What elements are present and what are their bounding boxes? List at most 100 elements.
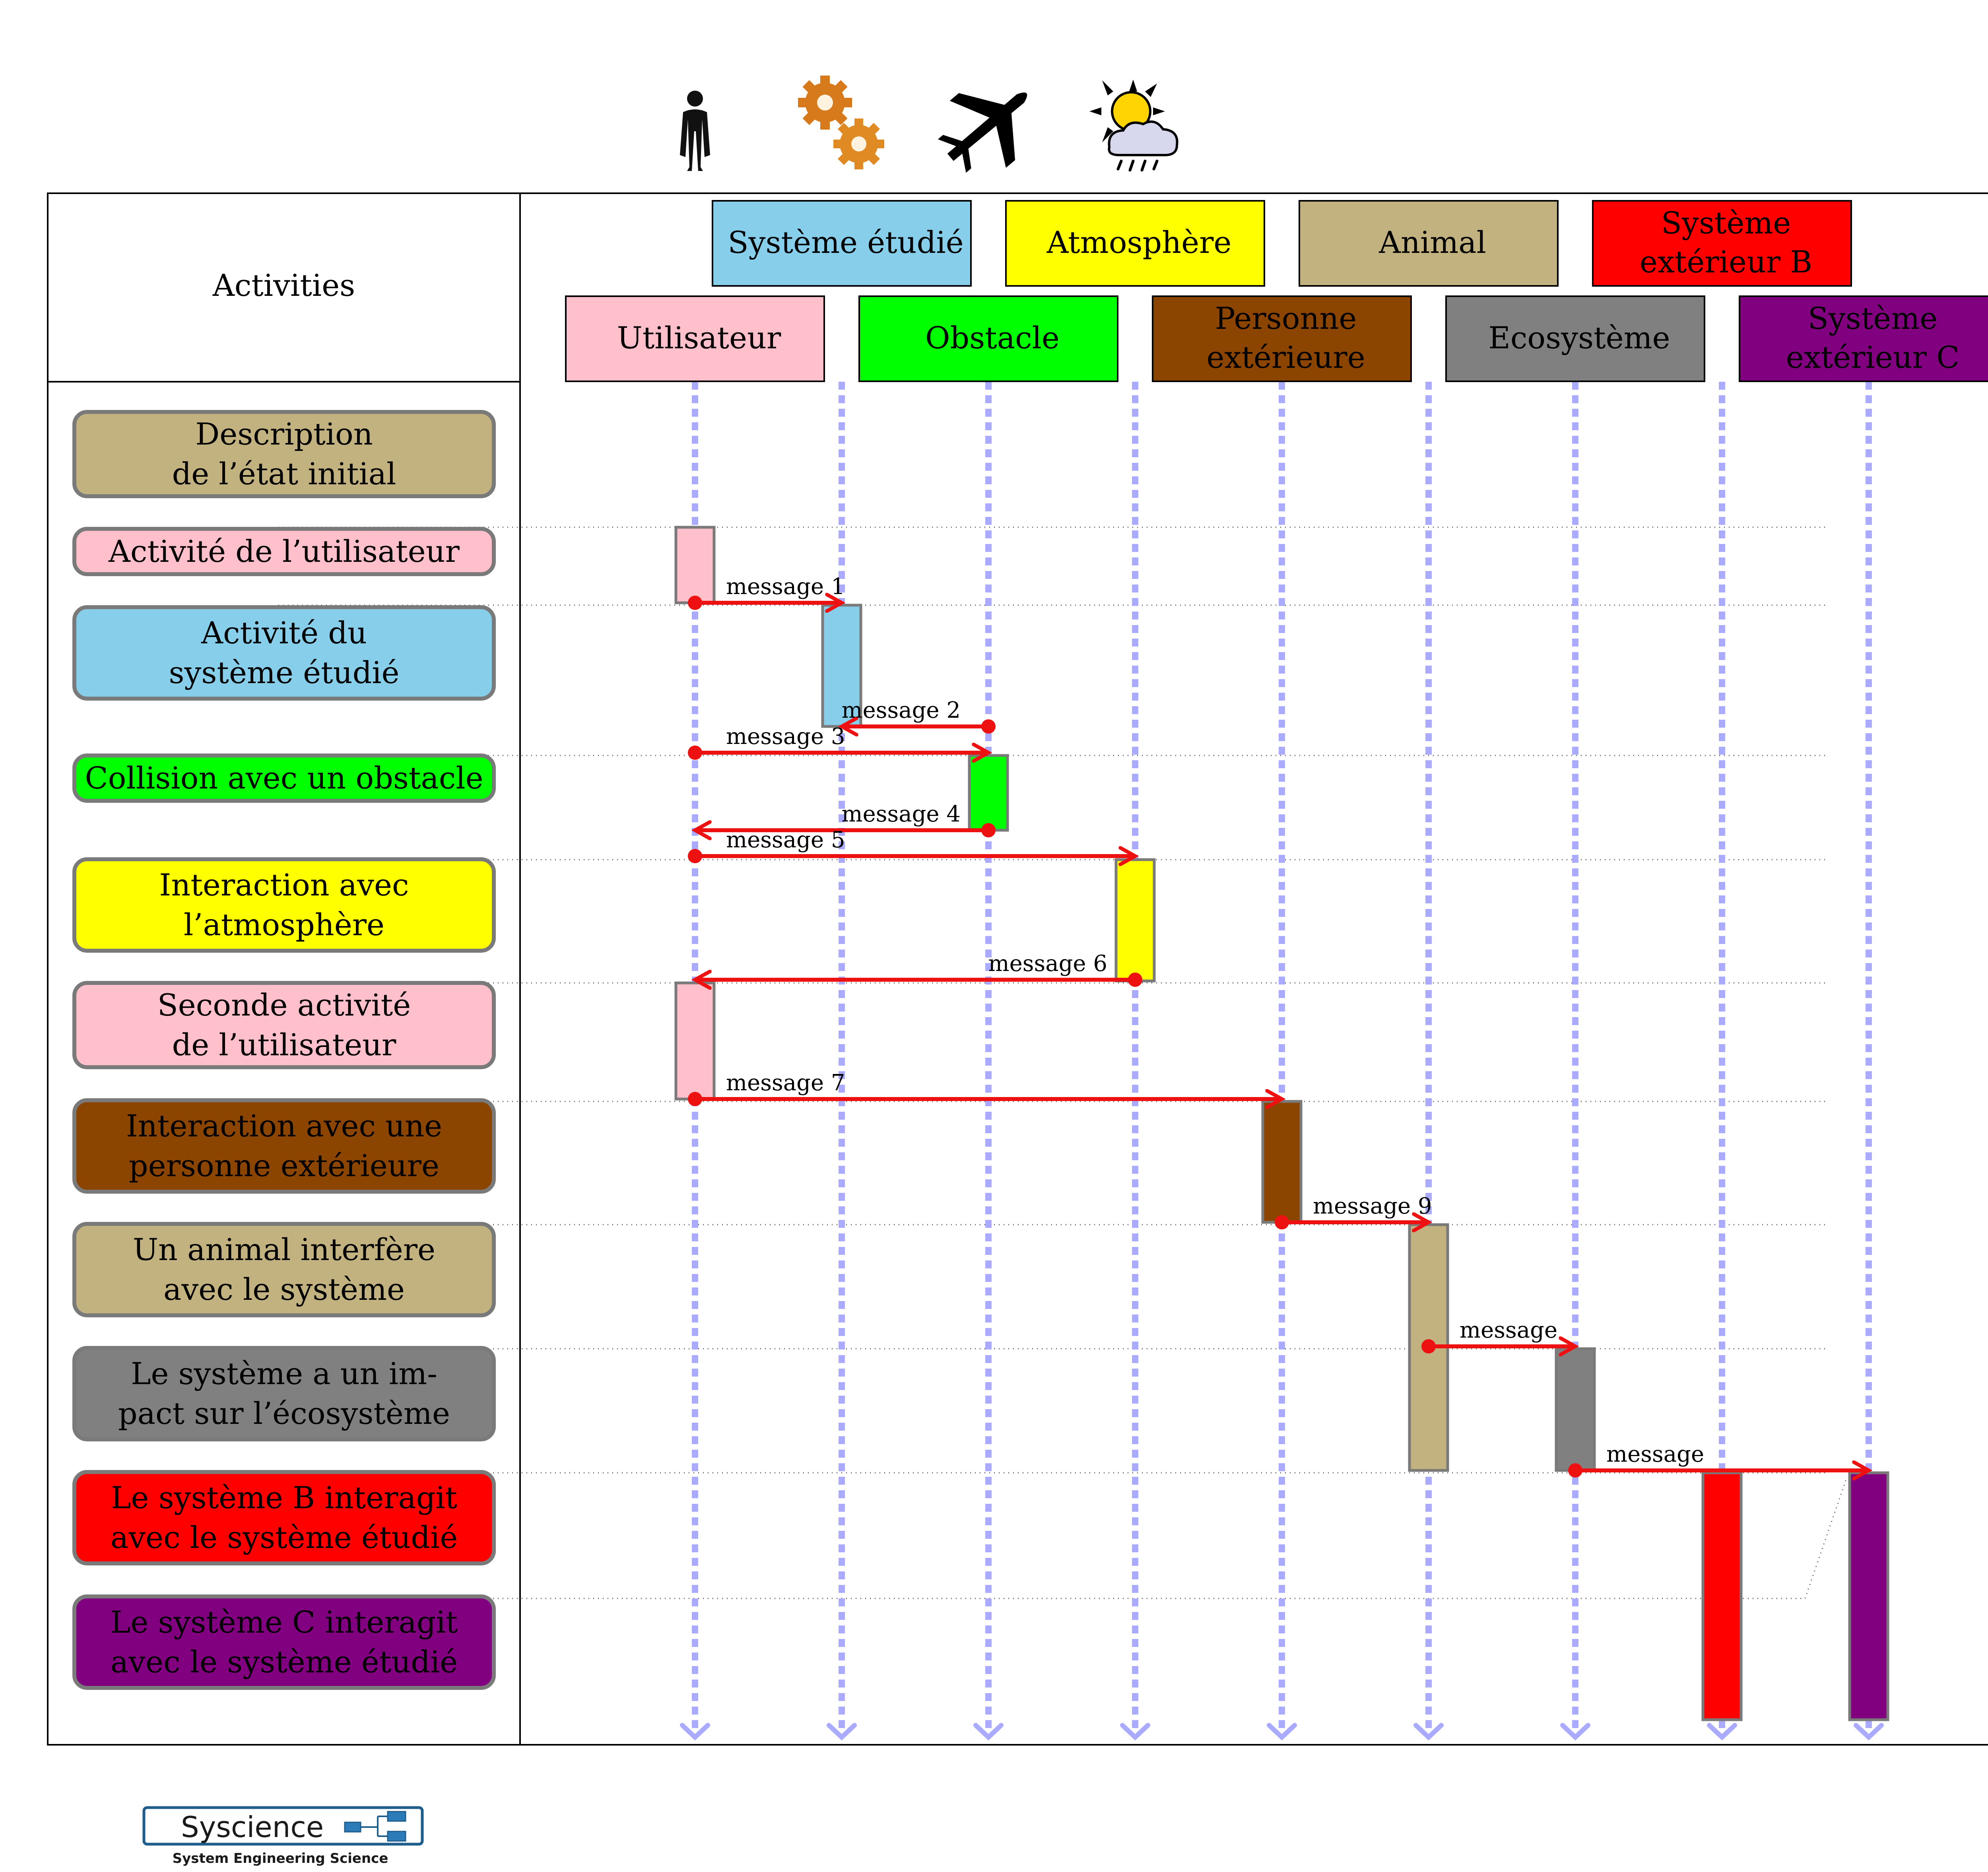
activity-box xyxy=(72,410,496,498)
actor-box xyxy=(1445,295,1705,382)
activity-label: Le système B interagit xyxy=(111,1480,457,1515)
activity-label: Collision avec un obstacle xyxy=(85,760,483,796)
actor-label: extérieur B xyxy=(1640,244,1812,280)
actor-label: Personne xyxy=(1215,301,1357,336)
message-label: message 7 xyxy=(726,1070,845,1096)
activity-label: de l’état initial xyxy=(172,456,396,491)
actor-label: Animal xyxy=(1378,225,1486,260)
message-label: message 5 xyxy=(726,827,845,853)
diagram-frame: Activities xyxy=(47,192,1988,1746)
message-origin-dot xyxy=(981,823,996,837)
activity-label: Le système C interagit xyxy=(111,1604,458,1640)
actor-label: Obstacle xyxy=(925,320,1060,355)
message-label: message 9 xyxy=(1313,1193,1432,1219)
actor-box xyxy=(1152,295,1412,382)
activity-box xyxy=(72,981,496,1069)
actor-label: Système étudié xyxy=(728,225,963,260)
activation-bar xyxy=(674,981,716,1101)
logo-name: Syscience xyxy=(181,1810,324,1844)
message-origin-dot xyxy=(1275,1215,1289,1229)
actor-label: Ecosystème xyxy=(1488,320,1670,355)
activity-box xyxy=(72,527,496,576)
actor-box xyxy=(858,295,1118,382)
message-label: message 2 xyxy=(841,697,961,723)
activation-bar xyxy=(1555,1347,1596,1472)
actor-label: extérieure xyxy=(1206,340,1365,375)
activity-box xyxy=(72,1470,496,1565)
message-origin-dot xyxy=(688,849,702,863)
message-origin-dot xyxy=(1128,973,1142,987)
activity-guides xyxy=(278,526,1848,1599)
lifeline-end-arrow xyxy=(1267,1723,1297,1741)
activation-bar xyxy=(674,526,716,604)
activity-box xyxy=(72,857,496,953)
message-arrow: message 9 xyxy=(1275,1193,1432,1229)
message-arrow: message 7 xyxy=(688,1070,1282,1106)
logo-tagline: System Engineering Science xyxy=(173,1851,388,1866)
actor-label: Système xyxy=(1661,205,1791,241)
activity-label: avec le système étudié xyxy=(111,1520,458,1555)
actor-box xyxy=(712,200,972,287)
actor-header-obstacle: Obstacle xyxy=(858,295,1118,382)
activity-label: l’atmosphère xyxy=(184,907,384,942)
lifeline-end-arrow xyxy=(973,1723,1004,1741)
message-label: message 4 xyxy=(841,801,961,827)
actor-header-systeme-exterieur-c: Système extérieur C xyxy=(1739,295,1988,382)
human-figure-icon xyxy=(680,91,710,171)
activity-box xyxy=(72,1222,496,1317)
actor-box xyxy=(565,295,825,382)
lifeline-end-arrow xyxy=(1120,1723,1150,1741)
actor-label: Atmosphère xyxy=(1046,225,1232,260)
activity-item: Description de l’état initial xyxy=(72,410,496,498)
activity-label: Description xyxy=(195,416,373,452)
actor-label: extérieur C xyxy=(1786,340,1960,375)
message-origin-dot xyxy=(1568,1463,1582,1478)
activity-item: Le système B interagit avec le système ét… xyxy=(72,1470,496,1565)
activity-label: de l’utilisateur xyxy=(172,1027,396,1062)
activation-bar xyxy=(1701,1471,1743,1721)
activation-bar xyxy=(1261,1100,1303,1224)
actor-label: Utilisateur xyxy=(617,320,781,355)
message-arrow: message xyxy=(1421,1317,1575,1354)
activity-box xyxy=(72,1098,496,1194)
message-label: message 1 xyxy=(726,574,845,600)
actor-box xyxy=(1005,200,1265,287)
top-icons xyxy=(680,76,1178,173)
actor-box xyxy=(1592,200,1852,287)
actor-header-systeme-etudie: Système étudié xyxy=(712,200,972,287)
actor-label: Système xyxy=(1808,301,1938,336)
message-label: message xyxy=(1606,1441,1704,1467)
activity-label: Le système a un im- xyxy=(131,1356,437,1391)
activities-header: Activities xyxy=(212,268,355,303)
lifeline-end-arrow xyxy=(1854,1723,1884,1741)
lifeline-end-arrow xyxy=(1707,1723,1737,1741)
activity-label: Activité du xyxy=(201,615,367,651)
weather-sun-cloud-rain-icon xyxy=(1089,80,1178,172)
syscience-logo: Syscience System Engineering Science xyxy=(142,1806,424,1866)
activity-label: Activité de l’utilisateur xyxy=(108,534,460,569)
activation-bar xyxy=(968,754,1009,832)
activity-item: Seconde activité de l’utilisateur xyxy=(72,981,496,1069)
message-origin-dot xyxy=(688,746,702,760)
message-label: message 3 xyxy=(726,724,845,750)
message-arrow: message 4 xyxy=(695,801,996,837)
gears-icon xyxy=(798,76,884,169)
activity-label: Seconde activité xyxy=(157,987,411,1023)
network-icon xyxy=(344,1811,406,1842)
activity-label: pact sur l’écosystème xyxy=(118,1396,450,1431)
activity-box xyxy=(72,753,496,803)
lifeline-end-arrow xyxy=(827,1723,857,1741)
activation-bar xyxy=(1114,858,1156,983)
actor-box xyxy=(1299,200,1559,287)
actor-box xyxy=(1739,295,1988,382)
activity-item: Activité de l’utilisateur xyxy=(72,527,496,576)
activity-label: avec le système xyxy=(163,1272,405,1307)
message-arrow: message 1 xyxy=(688,574,845,610)
